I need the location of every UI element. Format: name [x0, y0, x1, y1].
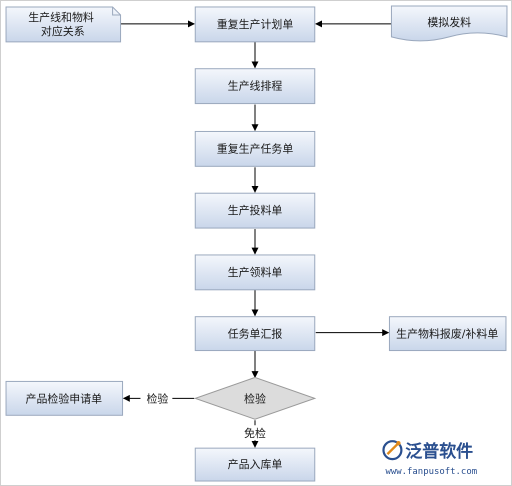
node-material-feed-label: 生产投料单 [228, 203, 283, 217]
node-repeat-task-label: 重复生产任务单 [217, 141, 294, 155]
logo-mark-icon [382, 440, 403, 461]
node-line-material: 生产线和物料 对应关系 [5, 6, 122, 43]
node-inspection-request: 产品检验申请单 [5, 380, 124, 416]
node-repeat-plan-label: 重复生产计划单 [217, 17, 294, 31]
node-task-report: 任务单汇报 [194, 316, 316, 352]
node-task-report-label: 任务单汇报 [228, 327, 283, 341]
node-product-stock-in: 产品入库单 [194, 447, 316, 482]
brand-logo: 泛普软件 www.fanpusoft.com [382, 440, 477, 477]
edge-label-exempt: 免检 [244, 426, 266, 440]
node-simulate-issue: 模拟发料 [390, 5, 508, 42]
node-line-material-label: 生产线和物料 对应关系 [28, 10, 97, 38]
connectors [120, 20, 392, 448]
node-material-pick: 生产领料单 [194, 254, 316, 291]
node-product-stock-in-label: 产品入库单 [228, 457, 283, 471]
edge-label-inspect: 检验 [146, 391, 168, 405]
node-scrap-supplement: 生产物料报废/补料单 [388, 316, 507, 352]
logo-name: 泛普软件 [405, 441, 473, 461]
node-repeat-task: 重复生产任务单 [194, 130, 316, 167]
node-material-feed: 生产投料单 [194, 192, 316, 229]
node-inspection-request-label: 产品检验申请单 [26, 391, 103, 405]
node-line-schedule-label: 生产线排程 [228, 79, 283, 93]
node-inspection-decision: 检验 [193, 376, 317, 420]
node-scrap-supplement-label: 生产物料报废/补料单 [396, 327, 498, 341]
node-repeat-plan: 重复生产计划单 [194, 6, 316, 43]
logo-url: www.fanpusoft.com [385, 467, 477, 477]
node-material-pick-label: 生产领料单 [228, 265, 283, 279]
node-simulate-issue-label: 模拟发料 [427, 15, 471, 29]
node-inspection-label: 检验 [244, 391, 266, 405]
node-line-schedule: 生产线排程 [194, 68, 316, 105]
